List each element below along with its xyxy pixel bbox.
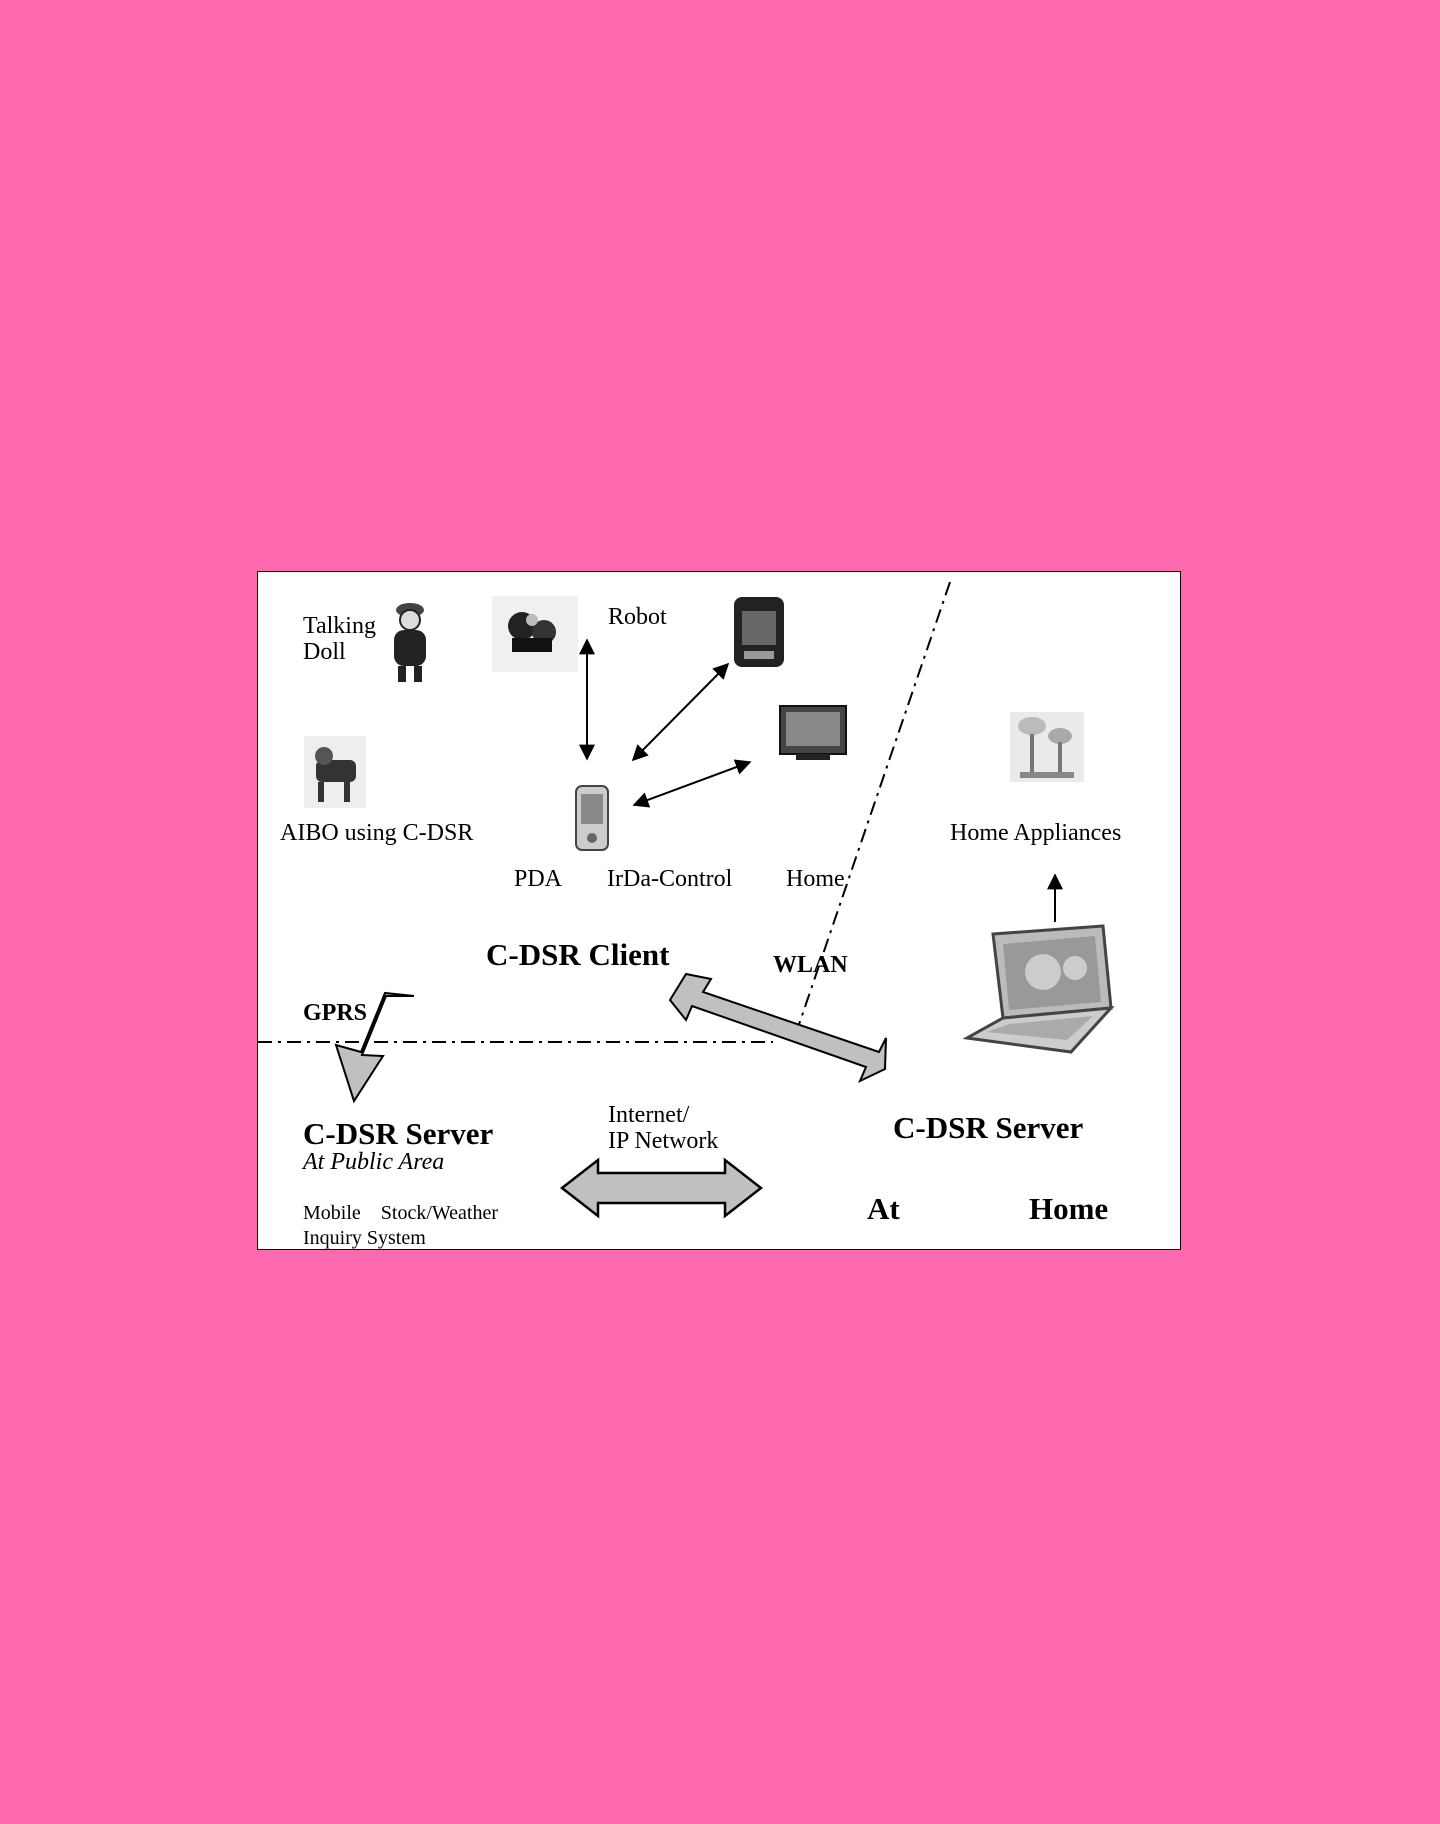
ip-network-label: IP Network — [608, 1128, 719, 1154]
wlan-arrow — [668, 972, 887, 1084]
irda-label: IrDa-Control — [607, 866, 733, 892]
speaker-icon — [734, 597, 784, 667]
home-boundary-line — [792, 581, 951, 1043]
lamps-icon — [1010, 712, 1084, 782]
home-appliances-label: Home Appliances — [950, 820, 1122, 846]
internet-label: Internet/ — [608, 1102, 690, 1128]
talking-doll-label-2: Doll — [303, 639, 346, 665]
tv-icon — [779, 705, 847, 760]
gprs-arrow — [334, 991, 415, 1104]
inquiry-label: Inquiry System — [303, 1227, 426, 1249]
public-area-label: At Public Area — [303, 1149, 445, 1175]
aibo-icon — [304, 736, 366, 808]
aibo-label: AIBO using C-DSR — [280, 820, 474, 846]
robot-icon — [492, 596, 578, 672]
client-title: C-DSR Client — [486, 937, 670, 972]
talking-doll-icon — [394, 603, 426, 682]
internet-arrow — [559, 1157, 764, 1219]
robot-label: Robot — [608, 604, 667, 630]
talking-doll-label: Talking — [303, 613, 376, 639]
pda-label: PDA — [514, 866, 563, 892]
laptop-icon — [963, 924, 1115, 1054]
gprs-label: GPRS — [303, 1000, 368, 1026]
tv-pda-arrow — [632, 759, 752, 808]
home-label: Home — [786, 866, 845, 892]
pda-icon — [575, 785, 609, 851]
network-diagram: Talking Doll Robot AIBO using C-DSR PDA … — [257, 571, 1181, 1250]
public-server-title: C-DSR Server — [303, 1116, 494, 1151]
home-server-title: C-DSR Server — [893, 1110, 1084, 1145]
at-label: At — [867, 1191, 900, 1226]
home-big-label: Home — [1029, 1191, 1109, 1226]
connection-lines — [258, 581, 1063, 1219]
mobile-label: Mobile Stock/Weather — [303, 1202, 499, 1224]
wlan-label: WLAN — [773, 952, 848, 978]
speaker-pda-arrow — [631, 662, 730, 762]
